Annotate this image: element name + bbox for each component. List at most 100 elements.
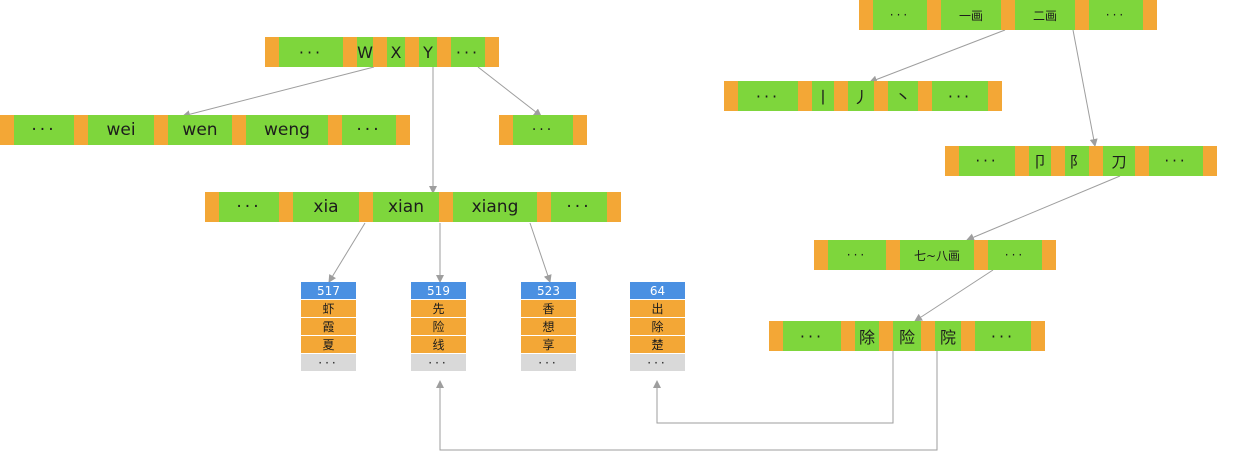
bucket-char: 先: [411, 300, 466, 318]
ellipsis-cell: ···: [738, 81, 798, 111]
edge-xian-to-519-back: [436, 351, 938, 451]
node-separator: [499, 115, 513, 145]
node-separator: [607, 192, 621, 222]
ellipsis-cell: ···: [1149, 146, 1203, 176]
stroke-root-node: ··· 一画二画 ···: [859, 0, 1157, 30]
bucket-more: ···: [411, 354, 466, 372]
key-cell: 丿: [848, 81, 874, 111]
node-separator: [1135, 146, 1149, 176]
key-cell: Y: [419, 37, 437, 67]
node-separator: [1143, 0, 1157, 30]
bucket-id: 523: [521, 282, 576, 300]
key-cell: 丶: [888, 81, 918, 111]
ellipsis-cell: ···: [783, 321, 841, 351]
ellipsis-cell: ···: [1089, 0, 1143, 30]
key-cell: xian: [373, 192, 439, 222]
node-separator: [343, 37, 357, 67]
radicals-node: ···卩阝刀···: [945, 146, 1217, 176]
edge-counts-to-leaf: [914, 269, 994, 322]
node-separator: [328, 115, 342, 145]
ellipsis-cell: ···: [988, 240, 1042, 270]
ellipsis-cell: ···: [513, 115, 573, 145]
node-separator: [834, 81, 848, 111]
ellipsis-cell: ···: [873, 0, 927, 30]
node-separator: [1015, 146, 1029, 176]
key-cell: xiang: [453, 192, 537, 222]
node-separator: [1089, 146, 1103, 176]
edge-xiang-to-523: [529, 222, 552, 283]
key-cell: 二画: [1015, 0, 1075, 30]
node-separator: [1203, 146, 1217, 176]
node-separator: [1042, 240, 1056, 270]
key-cell: 一画: [941, 0, 1001, 30]
key-cell: X: [387, 37, 405, 67]
node-separator: [205, 192, 219, 222]
key-cell: 院: [935, 321, 961, 351]
node-separator: [1075, 0, 1089, 30]
pinyin-y-node: ···: [499, 115, 587, 145]
node-separator: [988, 81, 1002, 111]
ellipsis-cell: ···: [975, 321, 1031, 351]
node-separator: [945, 146, 959, 176]
bucket-char: 除: [630, 318, 685, 336]
node-separator: [769, 321, 783, 351]
node-separator: [886, 240, 900, 270]
leaf-char-node: ··· 除险院 ···: [769, 321, 1045, 351]
edge-xia-to-517: [328, 222, 366, 283]
key-cell: 险: [893, 321, 921, 351]
node-separator: [1001, 0, 1015, 30]
strokes-node: ··· 丨丿丶 ···: [724, 81, 1002, 111]
key-cell: 七~八画: [900, 240, 974, 270]
counts-node: ··· 七~八画 ···: [814, 240, 1056, 270]
edge-w-to-wnode: [182, 66, 375, 119]
key-cell: 刀: [1103, 146, 1135, 176]
node-separator: [974, 240, 988, 270]
node-separator: [859, 0, 873, 30]
key-cell: wei: [88, 115, 154, 145]
node-separator: [927, 0, 941, 30]
edge-dao-to-counts: [966, 175, 1121, 241]
node-separator: [961, 321, 975, 351]
ellipsis-cell: ···: [219, 192, 279, 222]
bucket-id: 517: [301, 282, 356, 300]
ellipsis-cell: ···: [451, 37, 485, 67]
key-cell: wen: [168, 115, 232, 145]
ellipsis-cell: ···: [932, 81, 988, 111]
bucket-char: 出: [630, 300, 685, 318]
node-separator: [396, 115, 410, 145]
key-cell: 丨: [812, 81, 834, 111]
node-separator: [879, 321, 893, 351]
bucket-char: 线: [411, 336, 466, 354]
node-separator: [485, 37, 499, 67]
node-separator: [874, 81, 888, 111]
bucket-char: 想: [521, 318, 576, 336]
bucket-char: 霞: [301, 318, 356, 336]
node-separator: [373, 37, 387, 67]
node-separator: [814, 240, 828, 270]
node-separator: [1051, 146, 1065, 176]
bucket-id: 64: [630, 282, 685, 300]
bucket-char: 享: [521, 336, 576, 354]
bucket-char: 夏: [301, 336, 356, 354]
bucket-char: 楚: [630, 336, 685, 354]
ellipsis-cell: ···: [828, 240, 886, 270]
node-separator: [918, 81, 932, 111]
node-separator: [1031, 321, 1045, 351]
key-cell: W: [357, 37, 373, 67]
bucket-char: 险: [411, 318, 466, 336]
node-separator: [265, 37, 279, 67]
key-cell: weng: [246, 115, 328, 145]
bucket-more: ···: [521, 354, 576, 372]
node-separator: [359, 192, 373, 222]
key-cell: 除: [855, 321, 879, 351]
node-separator: [921, 321, 935, 351]
ellipsis-cell: ···: [959, 146, 1015, 176]
key-cell: 卩: [1029, 146, 1051, 176]
bucket-char: 虾: [301, 300, 356, 318]
ellipsis-cell: ···: [14, 115, 74, 145]
